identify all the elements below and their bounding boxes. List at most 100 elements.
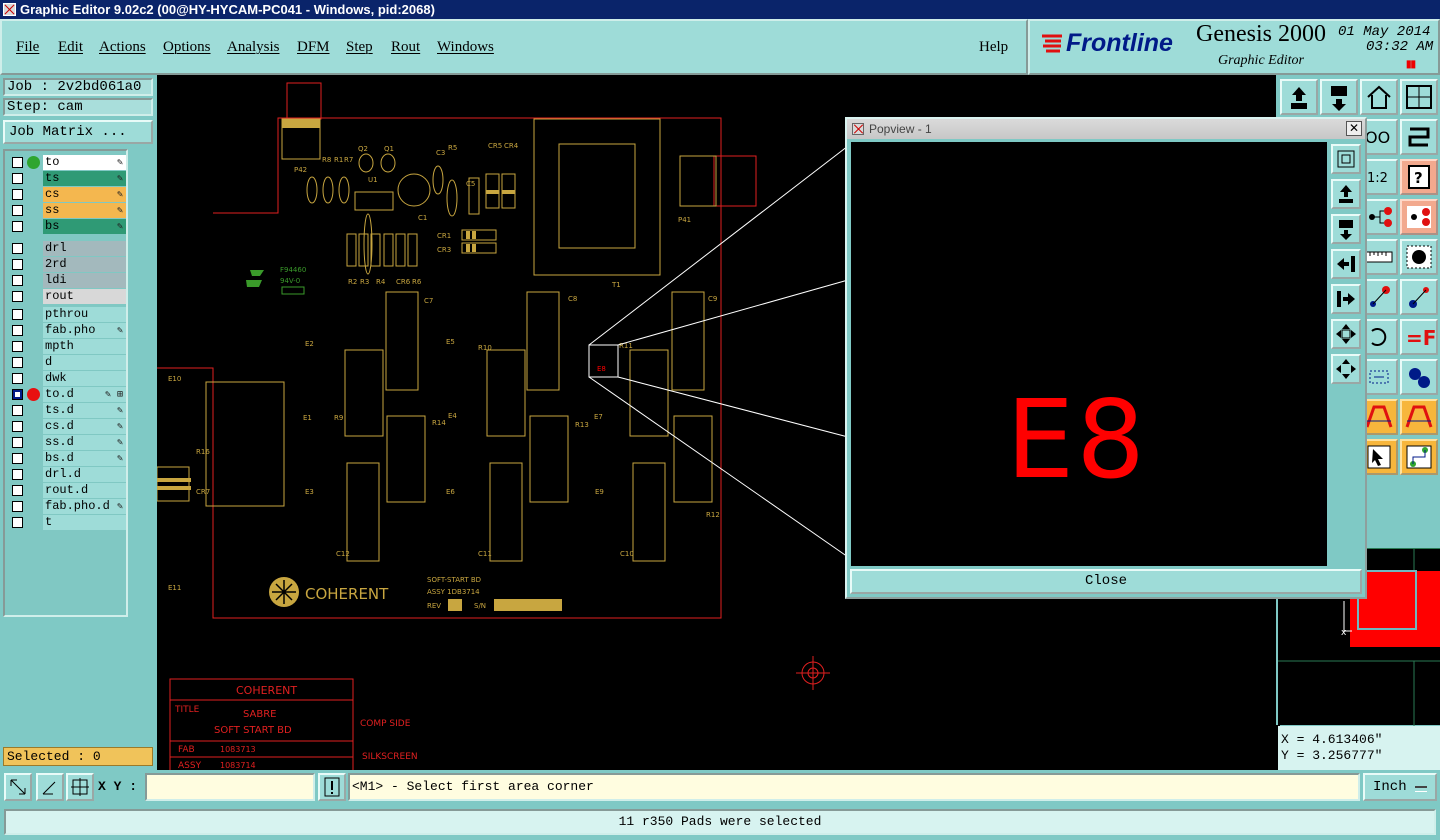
menu-help[interactable]: Help xyxy=(979,39,1009,55)
popview-close-button[interactable]: Close xyxy=(850,569,1362,594)
layer-checkbox[interactable] xyxy=(12,469,23,480)
layer-checkbox[interactable] xyxy=(12,501,23,512)
snap-icon[interactable] xyxy=(66,773,94,801)
layer-name[interactable]: d xyxy=(43,355,126,370)
menu-dfm[interactable]: DFM xyxy=(297,39,330,55)
measure-point-icon[interactable] xyxy=(1400,279,1438,315)
layer-name[interactable]: fab.pho✎ xyxy=(43,323,126,338)
layer-checkbox[interactable] xyxy=(12,173,23,184)
layer-color-dot[interactable] xyxy=(27,156,40,169)
layer-checkbox[interactable] xyxy=(12,157,23,168)
job-matrix-button[interactable]: Job Matrix ... xyxy=(3,120,153,144)
snap-grid-icon[interactable] xyxy=(1400,119,1438,155)
popview-left-icon[interactable] xyxy=(1331,249,1361,279)
layer-name[interactable]: pthrou xyxy=(43,307,126,322)
layer-row[interactable]: cs.d✎ xyxy=(8,419,126,434)
layer-row[interactable]: ss.d✎ xyxy=(8,435,126,450)
layer-row[interactable]: ldi xyxy=(8,273,126,288)
layer-row[interactable]: rout.d xyxy=(8,483,126,498)
layer-checkbox[interactable] xyxy=(12,405,23,416)
layer-checkbox[interactable] xyxy=(12,275,23,286)
layer-checkbox[interactable] xyxy=(12,221,23,232)
layer-checkbox[interactable] xyxy=(12,243,23,254)
mirror-icon[interactable]: =F xyxy=(1400,319,1438,355)
layer-checkbox[interactable] xyxy=(12,341,23,352)
layer-row[interactable]: ss✎ xyxy=(8,203,126,218)
layer-name[interactable]: drl.d xyxy=(43,467,126,482)
layer-name[interactable]: ldi xyxy=(43,273,126,288)
layer-checkbox[interactable] xyxy=(12,325,23,336)
layer-row[interactable]: drl.d xyxy=(8,467,126,482)
home-icon[interactable] xyxy=(1360,79,1398,115)
layer-row[interactable]: bs.d✎ xyxy=(8,451,126,466)
layer-checkbox[interactable] xyxy=(12,357,23,368)
menu-actions[interactable]: Actions xyxy=(99,39,146,55)
popview-close-icon[interactable]: ✕ xyxy=(1346,121,1362,136)
popview-right-icon[interactable] xyxy=(1331,284,1361,314)
pad-icon[interactable] xyxy=(1400,239,1438,275)
layer-name[interactable]: 2rd xyxy=(43,257,126,272)
layer-name[interactable]: to.d✎ ⊞ xyxy=(43,387,126,402)
popview-zoom-icon[interactable] xyxy=(1331,144,1361,174)
layer-name[interactable]: rout xyxy=(43,289,126,304)
popview-up-icon[interactable] xyxy=(1331,179,1361,209)
layer-checkbox[interactable] xyxy=(12,189,23,200)
menu-analysis[interactable]: Analysis xyxy=(227,39,280,55)
layer-name[interactable]: fab.pho.d✎ xyxy=(43,499,126,514)
popview-fit-icon[interactable] xyxy=(1331,354,1361,384)
layer-row[interactable]: to✎ xyxy=(8,155,126,170)
layer-row[interactable]: pthrou xyxy=(8,307,126,322)
layer-name[interactable]: ss.d✎ xyxy=(43,435,126,450)
layer-checkbox[interactable] xyxy=(12,421,23,432)
layer-checkbox[interactable] xyxy=(12,485,23,496)
route-select-icon[interactable] xyxy=(1400,439,1438,475)
layer-name[interactable]: dwk xyxy=(43,371,126,386)
menu-step[interactable]: Step xyxy=(346,39,373,55)
menu-windows[interactable]: Windows xyxy=(437,39,494,55)
layer-checkbox[interactable] xyxy=(12,453,23,464)
layer-row[interactable]: cs✎ xyxy=(8,187,126,202)
layer-checkbox[interactable] xyxy=(12,291,23,302)
layer-name[interactable]: bs✎ xyxy=(43,219,126,234)
layer-name[interactable]: ts✎ xyxy=(43,171,126,186)
layer-name[interactable]: bs.d✎ xyxy=(43,451,126,466)
layer-checkbox[interactable] xyxy=(12,205,23,216)
window-split-icon[interactable] xyxy=(1400,79,1438,115)
layer-name[interactable]: drl xyxy=(43,241,126,256)
menu-options[interactable]: Options xyxy=(163,39,211,55)
layer-row[interactable]: ts.d✎ xyxy=(8,403,126,418)
layer-name[interactable]: ts.d✎ xyxy=(43,403,126,418)
popview-canvas[interactable]: E8 xyxy=(851,142,1327,566)
edit-icon[interactable] xyxy=(36,773,64,801)
layer-row[interactable]: fab.pho✎ xyxy=(8,323,126,338)
layer-row[interactable]: d xyxy=(8,355,126,370)
help-icon[interactable]: ? xyxy=(1400,159,1438,195)
layer-name[interactable]: ss✎ xyxy=(43,203,126,218)
layer-row[interactable]: mpth xyxy=(8,339,126,354)
layer-name[interactable]: cs✎ xyxy=(43,187,126,202)
layer-checkbox[interactable] xyxy=(12,517,23,528)
xy-input[interactable] xyxy=(145,773,315,801)
layer-row[interactable]: rout xyxy=(8,289,126,304)
popview-down-icon[interactable] xyxy=(1331,214,1361,244)
layer-name[interactable]: rout.d xyxy=(43,483,126,498)
menu-file[interactable]: File xyxy=(16,39,40,55)
layer-row[interactable]: 2rd xyxy=(8,257,126,272)
layer-checkbox[interactable] xyxy=(12,373,23,384)
layer-row[interactable]: t xyxy=(8,515,126,530)
resize-icon[interactable] xyxy=(4,773,32,801)
layer-up-icon[interactable] xyxy=(1280,79,1318,115)
pause-icon[interactable]: ▮▮ xyxy=(1406,59,1416,70)
layer-row[interactable]: bs✎ xyxy=(8,219,126,234)
layer-row[interactable]: to.d✎ ⊞ xyxy=(8,387,126,402)
unit-select[interactable]: Inch xyxy=(1363,773,1437,801)
layer-checkbox[interactable] xyxy=(12,259,23,270)
layer-color-dot[interactable] xyxy=(27,388,40,401)
layer-name[interactable]: t xyxy=(43,515,126,530)
layer-checkbox[interactable] xyxy=(12,437,23,448)
layer-name[interactable]: mpth xyxy=(43,339,126,354)
alert-icon[interactable] xyxy=(318,773,346,801)
features-icon[interactable] xyxy=(1400,359,1438,395)
menu-rout[interactable]: Rout xyxy=(391,39,421,55)
layer-row[interactable]: ts✎ xyxy=(8,171,126,186)
